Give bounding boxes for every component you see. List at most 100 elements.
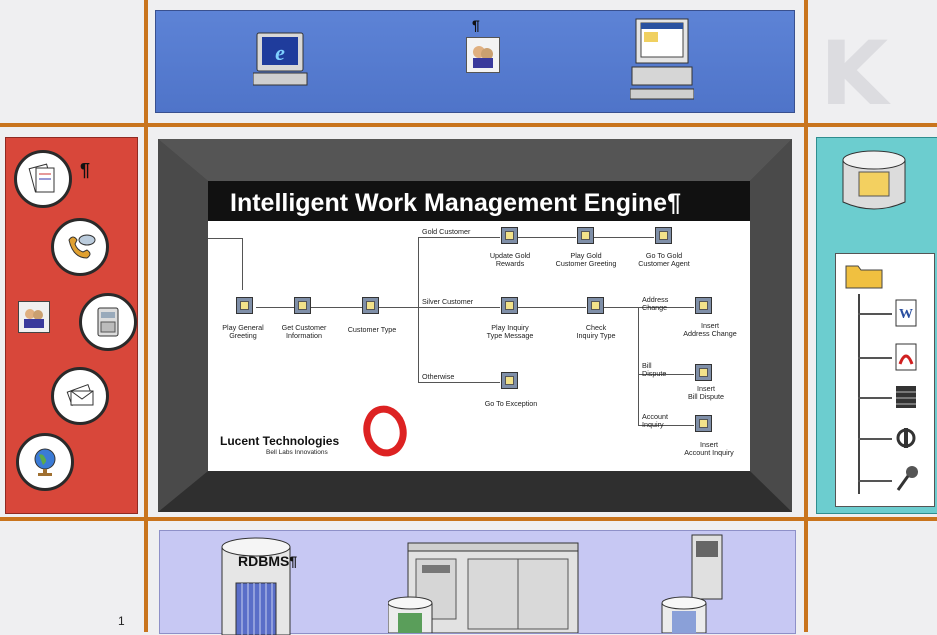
flow-line xyxy=(638,425,694,426)
tree-branch xyxy=(858,397,892,399)
flow-line xyxy=(418,382,500,383)
people-icon xyxy=(473,46,493,68)
backend-panel: RDBMS¶ xyxy=(159,530,796,635)
repository-panel: W xyxy=(816,137,937,514)
flow-node-label: Play Inquiry Type Message xyxy=(486,323,534,340)
fax-icon xyxy=(97,307,119,337)
lucent-ring-logo xyxy=(363,405,407,457)
flow-node-play-gold-customer-greeting[interactable] xyxy=(577,227,594,244)
mail-icon xyxy=(66,384,94,406)
db-label: RDBMS¶ xyxy=(238,553,298,569)
flow-node-label: Go To Exception xyxy=(484,399,538,408)
desktop-computer-icon xyxy=(630,18,694,100)
tree-branch xyxy=(858,357,892,359)
branch-label-gold: Gold Customer xyxy=(422,227,471,236)
agent-people-icon xyxy=(24,309,44,328)
company-tagline: Bell Labs Innovations xyxy=(266,449,328,456)
flow-node-label: Play Gold Customer Greeting xyxy=(555,251,617,268)
tree-line xyxy=(858,294,860,494)
frame-line xyxy=(0,123,937,127)
word-doc-icon: W xyxy=(895,299,917,327)
slide-bevel xyxy=(158,139,792,512)
flow-node-play-inquiry-type-message[interactable] xyxy=(501,297,518,314)
microphone-icon xyxy=(896,466,918,491)
slide-title: Intelligent Work Management Engine¶ xyxy=(208,181,750,221)
flow-line xyxy=(256,307,294,308)
agent-card[interactable] xyxy=(18,301,50,333)
branch-label-silver: Silver Customer xyxy=(422,297,474,306)
branch-label-bill-dispute: Bill Dispute xyxy=(642,361,667,378)
flow-node-go-to-exception[interactable] xyxy=(501,372,518,389)
pilcrow-mark: ¶ xyxy=(472,17,480,33)
rdbms-database-icon xyxy=(221,537,291,635)
web-channel[interactable] xyxy=(16,433,74,491)
document-icon xyxy=(28,163,55,193)
flow-node-update-gold-rewards[interactable] xyxy=(501,227,518,244)
flow-line xyxy=(418,237,500,238)
channels-panel: ¶ xyxy=(5,137,138,514)
flow-line xyxy=(604,307,638,308)
flow-node-customer-type[interactable] xyxy=(362,297,379,314)
flow-node-insert-address-change[interactable] xyxy=(695,297,712,314)
flow-node-play-general-greeting[interactable] xyxy=(236,297,253,314)
background-ghost-k: K xyxy=(820,22,889,125)
branch-label-address-change: Address Change xyxy=(642,295,669,312)
flow-node-get-customer-information[interactable] xyxy=(294,297,311,314)
folder-cylinder-icon xyxy=(842,150,906,210)
flow-node-label: Go To Gold Customer Agent xyxy=(638,251,690,268)
flow-line xyxy=(308,307,362,308)
svg-text:W: W xyxy=(899,307,913,322)
tree-branch xyxy=(858,438,892,440)
flow-line xyxy=(638,374,694,375)
phone-chat-channel[interactable] xyxy=(51,218,109,276)
flow-node-go-to-gold-customer-agent[interactable] xyxy=(655,227,672,244)
flow-node-label: Insert Bill Dispute xyxy=(688,384,724,401)
tower-server-icon xyxy=(661,534,723,633)
page-number: 1 xyxy=(118,614,125,628)
flow-line xyxy=(638,307,694,308)
people-card xyxy=(466,37,500,73)
flow-line xyxy=(518,307,586,308)
frame-line xyxy=(0,517,937,521)
flow-line xyxy=(418,307,500,308)
file-list: W xyxy=(835,253,935,507)
globe-icon xyxy=(34,448,56,476)
mail-channel[interactable] xyxy=(51,367,109,425)
branch-label-account-inquiry: Account Inquiry xyxy=(642,412,668,429)
pdf-icon xyxy=(895,343,917,371)
flow-line xyxy=(518,237,576,238)
tree-branch xyxy=(858,313,892,315)
frame-line xyxy=(144,0,148,632)
branch-label-otherwise: Otherwise xyxy=(422,372,455,381)
flow-line xyxy=(594,237,654,238)
data-sheet-icon xyxy=(896,386,916,408)
flow-line xyxy=(208,238,242,239)
flow-node-label: Customer Type xyxy=(347,325,397,334)
flow-node-label: Update Gold Rewards xyxy=(489,251,531,268)
flow-line xyxy=(638,307,639,425)
flow-node-insert-bill-dispute[interactable] xyxy=(695,364,712,381)
flow-node-label: Play General Greeting xyxy=(222,323,264,340)
flow-node-insert-account-inquiry[interactable] xyxy=(695,415,712,432)
document-channel[interactable] xyxy=(14,150,72,208)
flow-line xyxy=(378,307,418,308)
ie-monitor-icon: e xyxy=(253,32,308,86)
company-name: Lucent Technologies xyxy=(220,434,340,448)
svg-text:e: e xyxy=(275,40,285,65)
flow-node-label: Get Customer Information xyxy=(281,323,327,340)
flow-line xyxy=(418,237,419,382)
flow-node-label: Insert Address Change xyxy=(683,321,737,338)
frame-line xyxy=(804,0,808,632)
pilcrow-mark: ¶ xyxy=(80,160,91,180)
phone-chat-icon xyxy=(68,234,96,259)
workflow-canvas: Intelligent Work Management Engine¶ Play… xyxy=(208,181,750,471)
flow-node-check-inquiry-type[interactable] xyxy=(587,297,604,314)
flow-node-label: Insert Account Inquiry xyxy=(684,440,734,457)
folder-icon xyxy=(845,265,883,289)
flow-node-label: Check Inquiry Type xyxy=(576,323,616,340)
tree-branch xyxy=(858,480,892,482)
server-rack-icon xyxy=(388,542,579,633)
network-icon xyxy=(896,428,916,448)
fax-channel[interactable] xyxy=(79,293,137,351)
clients-panel: e ¶ xyxy=(155,10,795,113)
